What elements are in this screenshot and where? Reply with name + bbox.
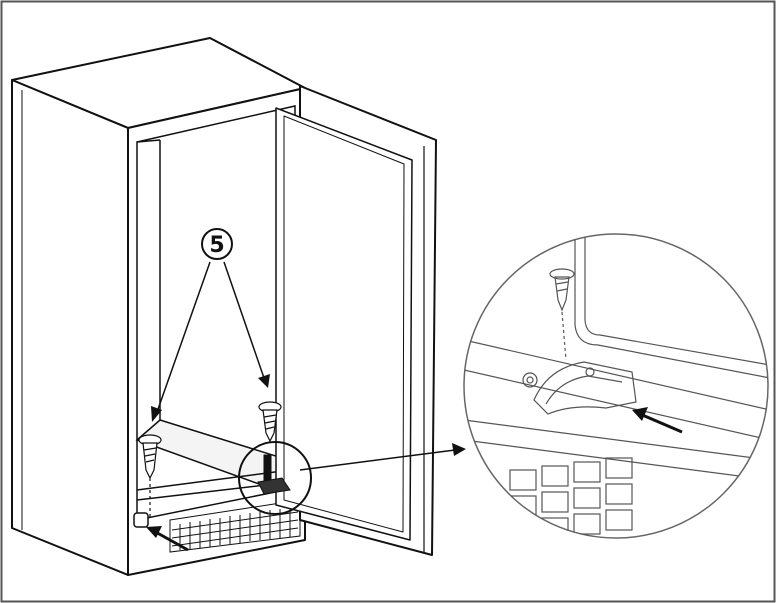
door <box>275 85 437 556</box>
screw-middle <box>258 401 282 443</box>
foot-bracket <box>133 512 149 528</box>
callout-circle <box>201 228 233 260</box>
bracket-base <box>257 477 291 495</box>
magnifier-ring <box>463 233 769 539</box>
detail-circle <box>238 441 312 515</box>
callout-arrow-right <box>223 261 270 388</box>
vent-grille <box>169 499 301 553</box>
mag-bracket <box>533 361 637 415</box>
mag-screw <box>549 268 575 361</box>
mag-cabinet-corner <box>584 234 768 366</box>
callout-number: 5 <box>209 233 224 258</box>
door-gasket <box>283 115 405 533</box>
mag-arrow <box>632 407 683 434</box>
mag-screw-hole <box>522 372 538 388</box>
interior-top-edge <box>136 139 161 143</box>
callout-arrow-left <box>151 261 211 422</box>
cabinet-left-side <box>11 79 129 576</box>
door-inner-panel <box>275 107 413 541</box>
callout-5: 5 <box>201 228 233 260</box>
screw-left <box>138 434 162 520</box>
arrow-bottom-left <box>146 526 189 552</box>
hinge-bracket <box>257 454 291 495</box>
magnified-detail <box>463 233 769 539</box>
leader-arrow <box>299 443 466 471</box>
